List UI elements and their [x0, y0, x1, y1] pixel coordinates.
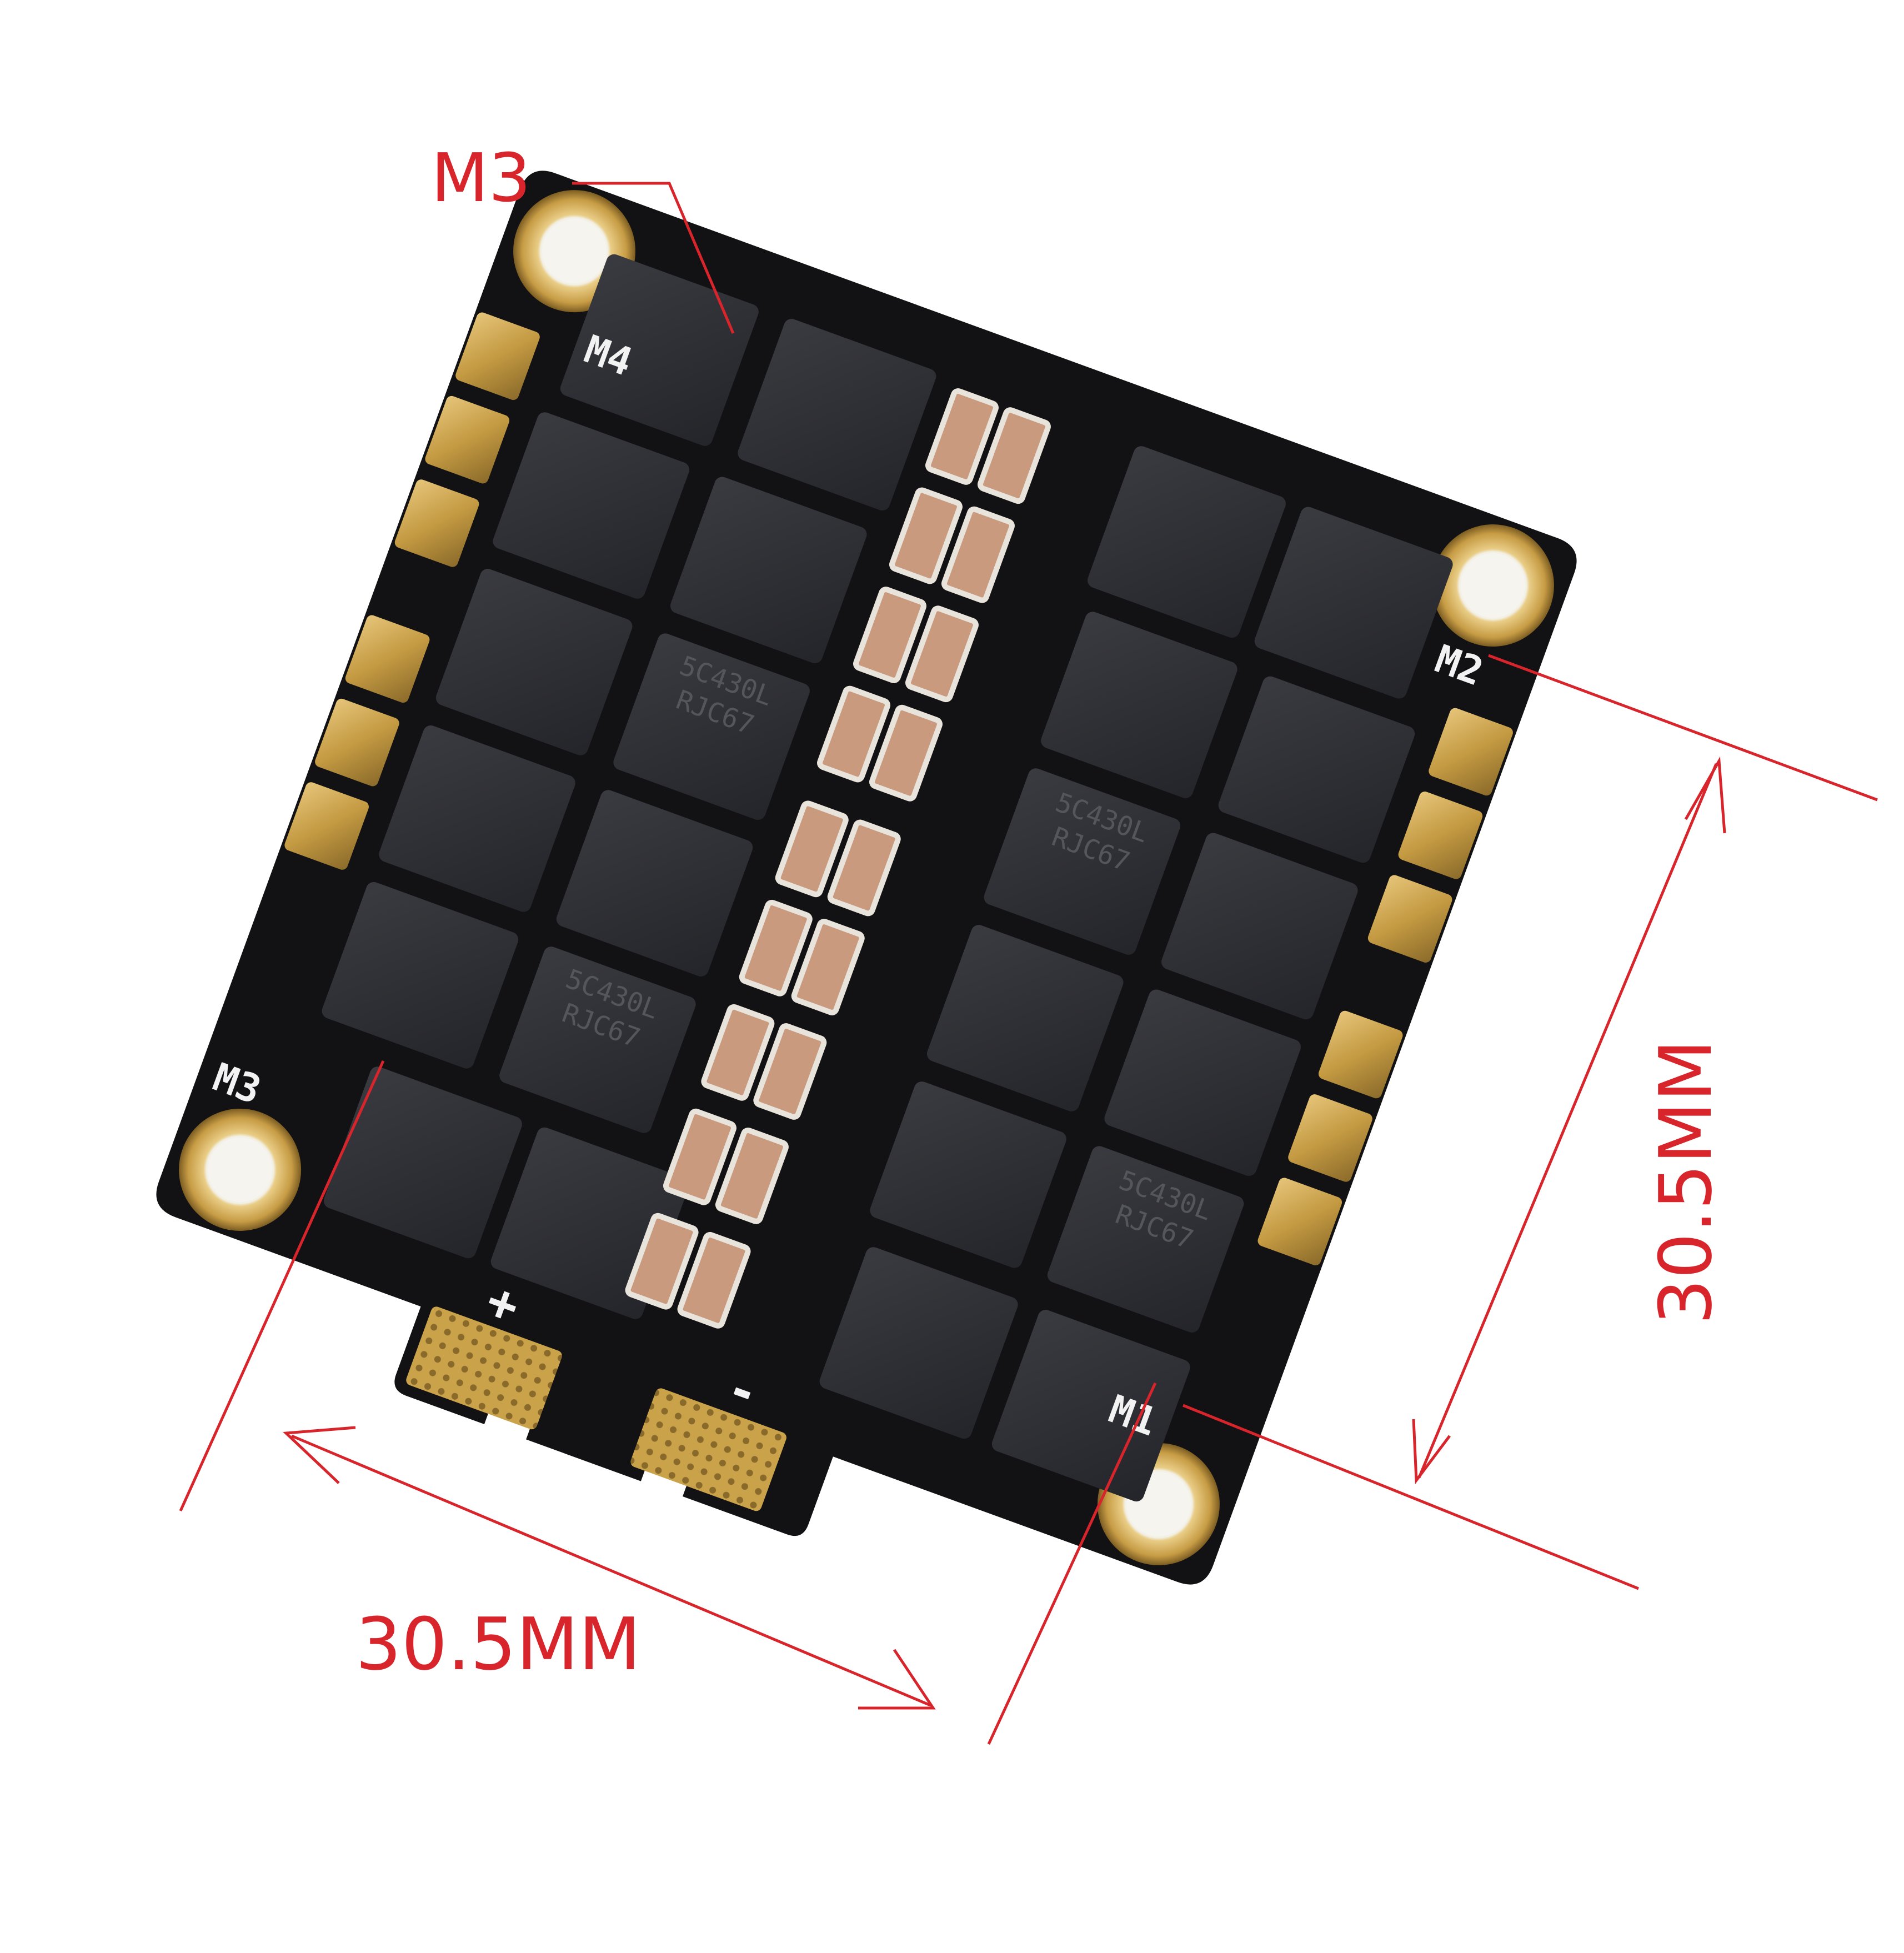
width-dimension-label: 30.5MM [355, 1602, 641, 1686]
right-solder-pads [1257, 708, 1513, 1265]
mosfet-chip [1218, 676, 1415, 863]
mosfet-chip [379, 725, 575, 912]
mosfet-chip [560, 254, 759, 446]
callout-label-m3: M3 [431, 140, 531, 217]
mosfet-chip [991, 1310, 1190, 1502]
mosfet-chip [1087, 446, 1286, 638]
power-pad-negative [630, 1388, 786, 1511]
height-dimension-label: 30.5MM [1644, 1039, 1728, 1325]
mosfet-chip [499, 947, 696, 1133]
dimension-annotations [179, 182, 1878, 1745]
mosfet-chip [322, 882, 519, 1069]
mosfet-chip [556, 790, 753, 976]
mosfet-chip [1161, 833, 1358, 1020]
mosfet-chip [1041, 612, 1237, 798]
mosfet-array [322, 254, 1453, 1502]
arrowhead-left [283, 1426, 356, 1484]
arrowhead-top [1684, 756, 1726, 834]
mosfet-chip [493, 412, 690, 599]
dimension-line-height [1417, 763, 1718, 1478]
mosfet-chip [435, 569, 633, 755]
esc-board: 5C430L RJC67 5C430L RJC67 5C430L RJC67 5… [156, 171, 1577, 1585]
capacitor-column [625, 388, 1051, 1329]
mosfet-chip [323, 1066, 522, 1259]
mosfet-chip [819, 1247, 1018, 1439]
left-solder-pads [284, 312, 540, 870]
annotation-labels: M3 30.5MM 30.5MM [355, 140, 1728, 1686]
mosfet-chip [1047, 1146, 1244, 1333]
arrowhead-bottom [1412, 1419, 1451, 1485]
mosfet-chip [870, 1081, 1066, 1268]
mosfet-chip [1104, 989, 1301, 1176]
mosfet-chip [926, 925, 1124, 1111]
mosfet-chip [984, 768, 1181, 955]
callout-leader [572, 182, 735, 334]
mosfet-chip [613, 633, 810, 820]
dimension-line-width [291, 1434, 931, 1707]
mosfet-chip [738, 319, 936, 511]
extension-line-top [1488, 654, 1878, 802]
extension-line-right [987, 1382, 1157, 1745]
mosfet-chip [1254, 507, 1453, 699]
mosfet-chip [670, 477, 867, 664]
mounting-hole-m3 [179, 1108, 302, 1231]
extension-line-bottom [1183, 1404, 1639, 1590]
extension-line-left [179, 1060, 385, 1512]
mounting-hole-m2 [1431, 524, 1554, 647]
arrowhead-right [858, 1649, 936, 1710]
power-pad-positive [406, 1306, 562, 1430]
